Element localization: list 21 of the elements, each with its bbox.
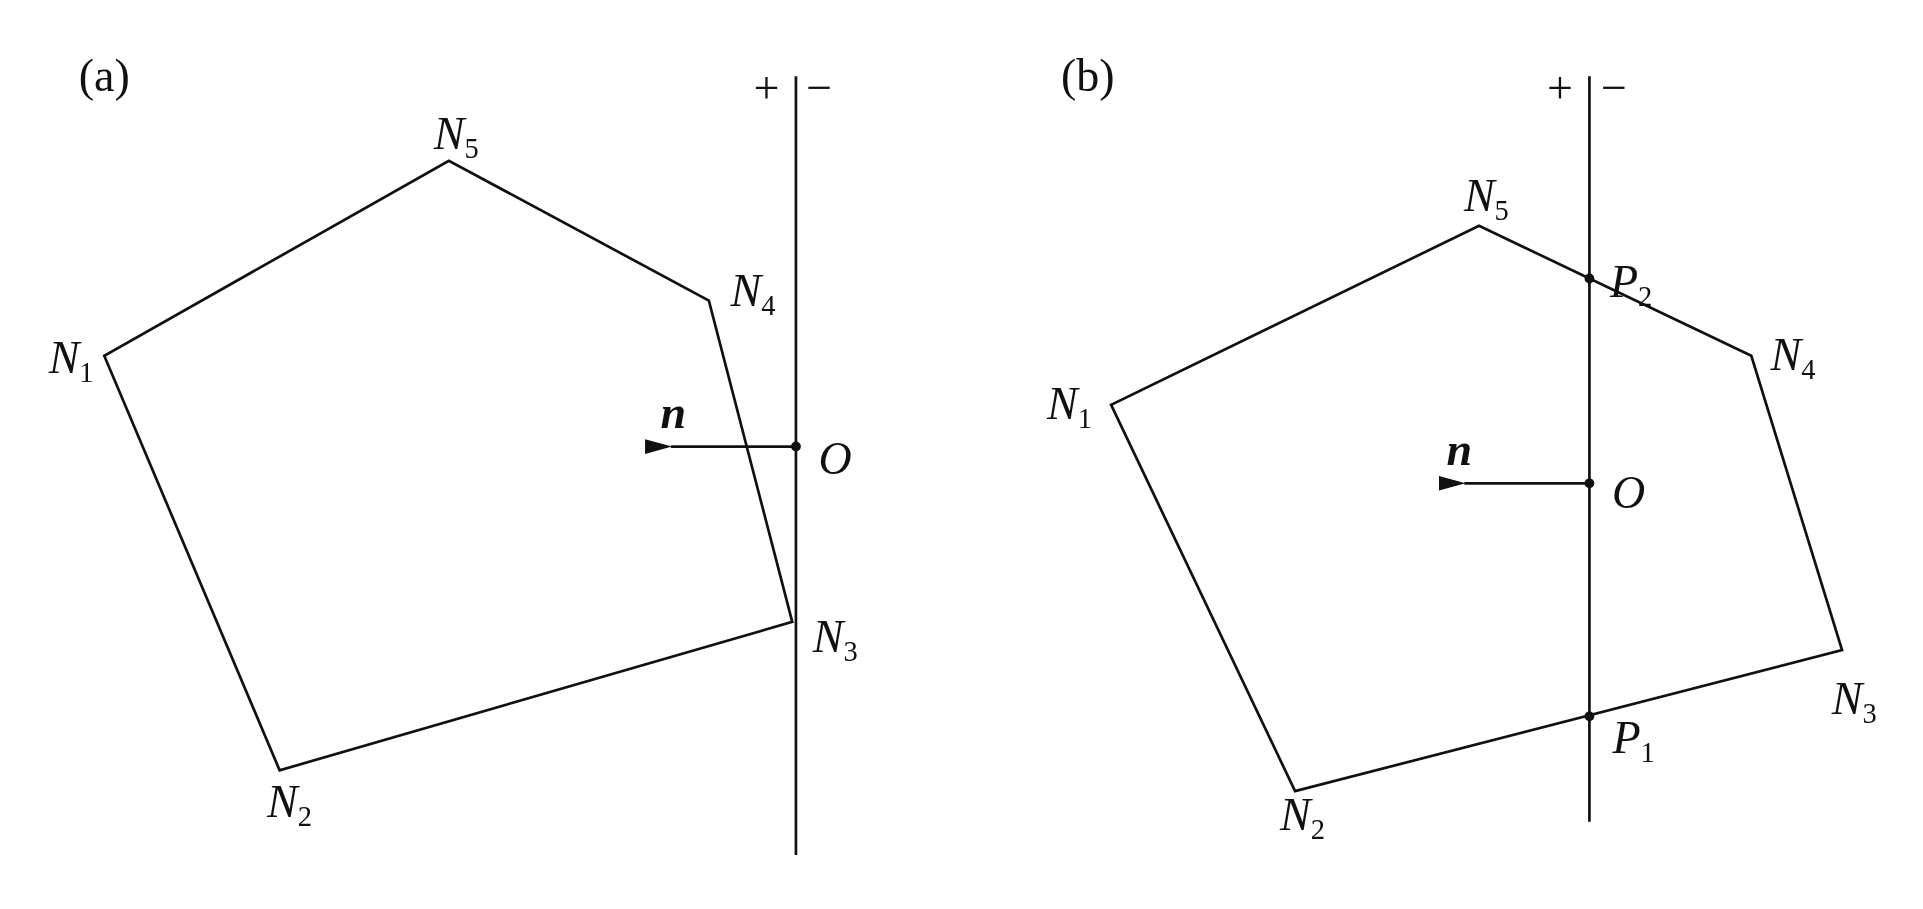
- vector-label: n: [660, 390, 687, 437]
- sign-label: −: [1600, 65, 1627, 112]
- point-label: O: [1612, 470, 1646, 516]
- vertex-label: N$_{3}$: [812, 614, 858, 667]
- vertex-label: N$_{4}$: [730, 268, 776, 321]
- sign-label: +: [753, 65, 780, 112]
- vertex-label: N$_{2}$: [266, 778, 312, 831]
- point-label: O: [818, 435, 852, 482]
- panel-label: (b): [1061, 53, 1115, 100]
- vertex-label: N$_{5}$: [433, 111, 479, 164]
- vertex-label: N$_{2}$: [1279, 791, 1325, 845]
- vertex-label: N$_{1}$: [1046, 381, 1092, 434]
- sign-label: +: [1547, 65, 1573, 112]
- sign-label: −: [806, 65, 833, 112]
- vector-label: n: [1446, 427, 1473, 474]
- panel-label: (a): [78, 53, 130, 100]
- vertex-label: N$_{4}$: [1770, 332, 1816, 385]
- point-label: P$_{1}$: [1612, 714, 1655, 767]
- vertex-label: N$_{3}$: [1831, 675, 1877, 728]
- vertex-label: N$_{5}$: [1463, 172, 1509, 225]
- vertex-label: N$_{1}$: [48, 334, 94, 387]
